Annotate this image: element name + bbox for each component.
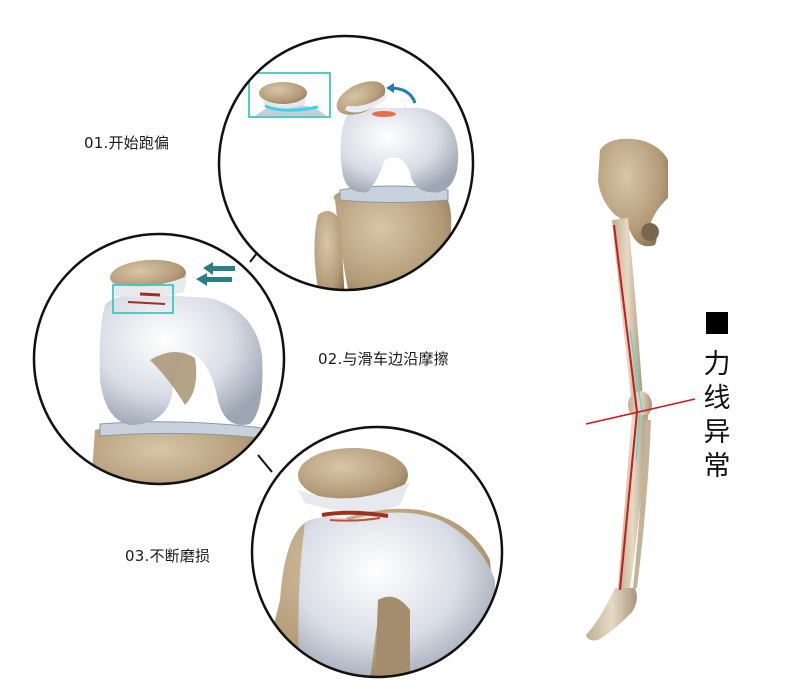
title-char: 常 bbox=[703, 451, 731, 482]
side-title: 力 线 异 常 bbox=[702, 312, 732, 484]
title-char: 异 bbox=[703, 417, 731, 448]
title-char: 力 bbox=[703, 349, 731, 380]
knee-illustration-step-1 bbox=[219, 36, 473, 290]
knee-illustration-step-3 bbox=[252, 427, 502, 677]
step-3-label: 03.不断磨损 bbox=[125, 547, 211, 565]
zoom-circle-3 bbox=[250, 425, 504, 679]
side-title-text: 力 线 异 常 bbox=[704, 348, 731, 484]
zoom-circle-1 bbox=[217, 34, 475, 292]
leg-skeleton-illustration bbox=[585, 138, 696, 641]
connector-line-2-3 bbox=[257, 454, 273, 473]
title-char: 线 bbox=[703, 383, 731, 414]
zoom-circle-2 bbox=[32, 232, 286, 486]
title-marker-square bbox=[706, 312, 728, 334]
step-2-label: 02.与滑车边沿摩擦 bbox=[318, 350, 449, 368]
knee-illustration-step-2 bbox=[34, 234, 284, 484]
step-1-label: 01.开始跑偏 bbox=[84, 134, 170, 152]
